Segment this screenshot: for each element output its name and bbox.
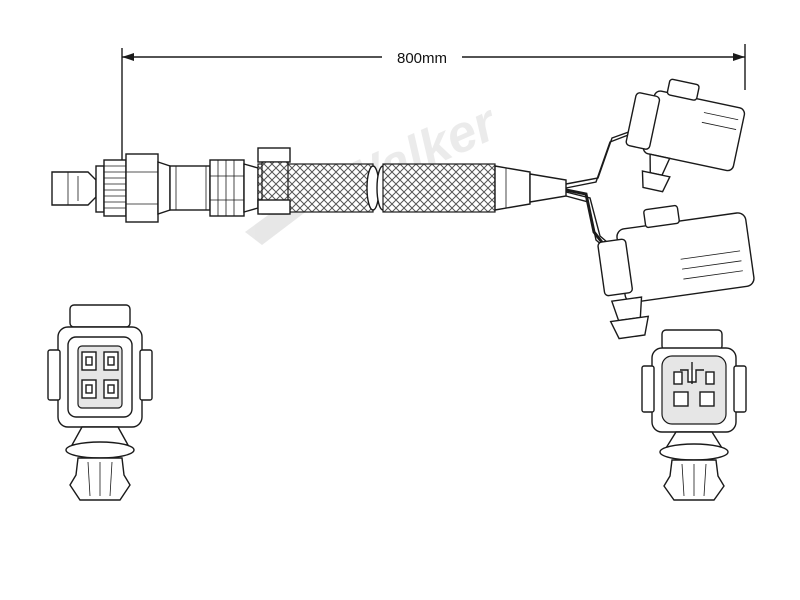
braided-cable [257,147,567,215]
left-connector-end-view [47,304,153,501]
upper-connector [625,78,746,193]
sensor-body [51,153,259,223]
dimension-label: 800mm [397,50,447,67]
dimension-line: 800mm [121,44,746,160]
right-connector-end-view [641,329,747,501]
lower-connector [597,204,755,340]
